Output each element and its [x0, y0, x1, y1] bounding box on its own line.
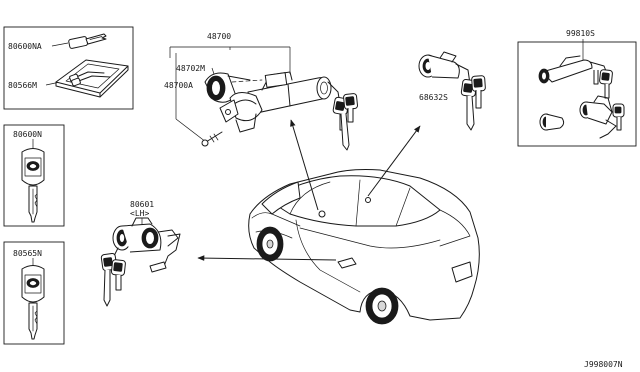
lock-set-ignition	[538, 55, 613, 99]
label-80565N: 80565N	[13, 249, 42, 258]
lock-set-frame	[517, 41, 637, 147]
label-80600N: 80600N	[13, 130, 42, 139]
door-cylinder-body	[112, 217, 181, 273]
label-80601: 80601	[130, 200, 154, 209]
front-wheel	[256, 226, 284, 262]
steering-lock-body	[204, 71, 332, 133]
label-80601-side: <LH>	[130, 209, 149, 218]
label-48700A: 48700A	[164, 81, 193, 90]
key-blank-80600NA	[68, 33, 107, 49]
lock-set-door	[579, 95, 625, 139]
shear-bolt-48700A	[201, 131, 223, 147]
leader-48700	[169, 46, 291, 74]
arrow-to-ignition	[290, 119, 319, 211]
tail-light-graphic	[451, 261, 473, 283]
key-set-frame	[3, 26, 134, 110]
ignition-lock-assembly: 48700 48702M 48700A	[164, 32, 359, 151]
ignition-keys-48700	[327, 81, 359, 151]
glovebox-location-marker	[365, 197, 371, 203]
label-68632S: 68632S	[419, 93, 448, 102]
master-key-box: 80600N	[3, 124, 65, 227]
door-handle-graphic	[337, 257, 357, 269]
label-99810S: 99810S	[566, 29, 595, 38]
leader-80600NA	[51, 42, 69, 47]
valet-key-frame	[3, 241, 65, 345]
glovebox-lock-68632S: 68632S	[418, 51, 486, 131]
label-80600NA: 80600NA	[8, 42, 42, 51]
master-key-frame	[3, 124, 65, 227]
ignition-location-marker	[318, 210, 326, 218]
key-set-box: 80600NA 80566M	[3, 26, 134, 110]
door-lock-80601: 80601 <LH>	[100, 200, 181, 307]
arrow-to-door-lock	[197, 255, 337, 261]
diagram-code: J998007N	[584, 360, 623, 369]
label-48700: 48700	[207, 32, 231, 41]
glovebox-cylinder	[418, 51, 486, 131]
lock-set-glovebox	[539, 113, 565, 131]
arrow-to-glovebox	[367, 125, 421, 197]
leader-48700A	[175, 118, 207, 143]
key-80600N	[21, 148, 45, 223]
door-cylinder-keys	[100, 247, 126, 307]
label-48702M: 48702M	[176, 64, 205, 73]
valet-key-box: 80565N	[3, 241, 65, 345]
vehicle-illustration	[248, 169, 480, 325]
rear-wheel	[365, 287, 399, 325]
key-80565N	[21, 265, 45, 340]
key-case-80566M	[55, 59, 129, 98]
label-80566M: 80566M	[8, 81, 37, 90]
lock-set-box: 99810S	[517, 29, 637, 147]
